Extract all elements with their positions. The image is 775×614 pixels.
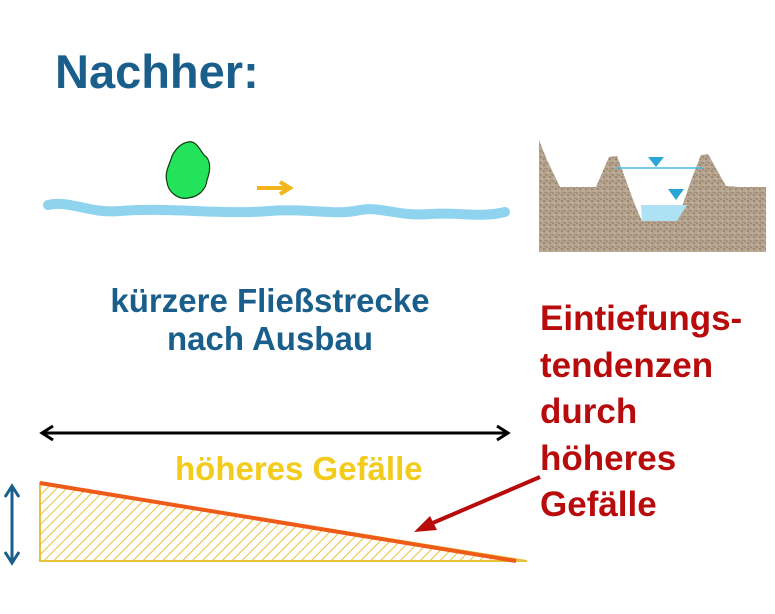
water-level-marker-icon xyxy=(668,189,684,200)
incision-line-5: Gefälle xyxy=(540,485,657,525)
channel-length-line-1: kürzere Fließstrecke xyxy=(110,282,430,319)
flow-arrow-icon xyxy=(257,180,294,196)
incision-line-3: durch xyxy=(540,392,638,432)
incision-label: Eintiefungs- tendenzen durch höheres Gef… xyxy=(540,296,742,529)
length-arrow-icon xyxy=(39,424,511,442)
pointer-arrow-icon xyxy=(414,475,541,532)
water-level-marker-icon xyxy=(648,157,664,167)
channel-length-label: kürzere Fließstrecke nach Ausbau xyxy=(60,282,480,358)
incision-line-2: tendenzen xyxy=(540,345,714,385)
channel-length-line-2: nach Ausbau xyxy=(167,319,373,357)
incision-line-4: höheres xyxy=(540,438,677,478)
cross-section xyxy=(539,140,766,252)
slope-label: höheres Gefälle xyxy=(175,450,423,487)
tree-icon xyxy=(165,141,211,199)
page-title: Nachher: xyxy=(55,45,259,98)
slope-wedge xyxy=(39,481,528,563)
height-arrow-icon xyxy=(3,483,21,566)
channel-water xyxy=(641,205,687,221)
river-channel xyxy=(43,198,510,220)
incision-line-1: Eintiefungs- xyxy=(540,299,743,338)
slope-line xyxy=(39,481,517,563)
